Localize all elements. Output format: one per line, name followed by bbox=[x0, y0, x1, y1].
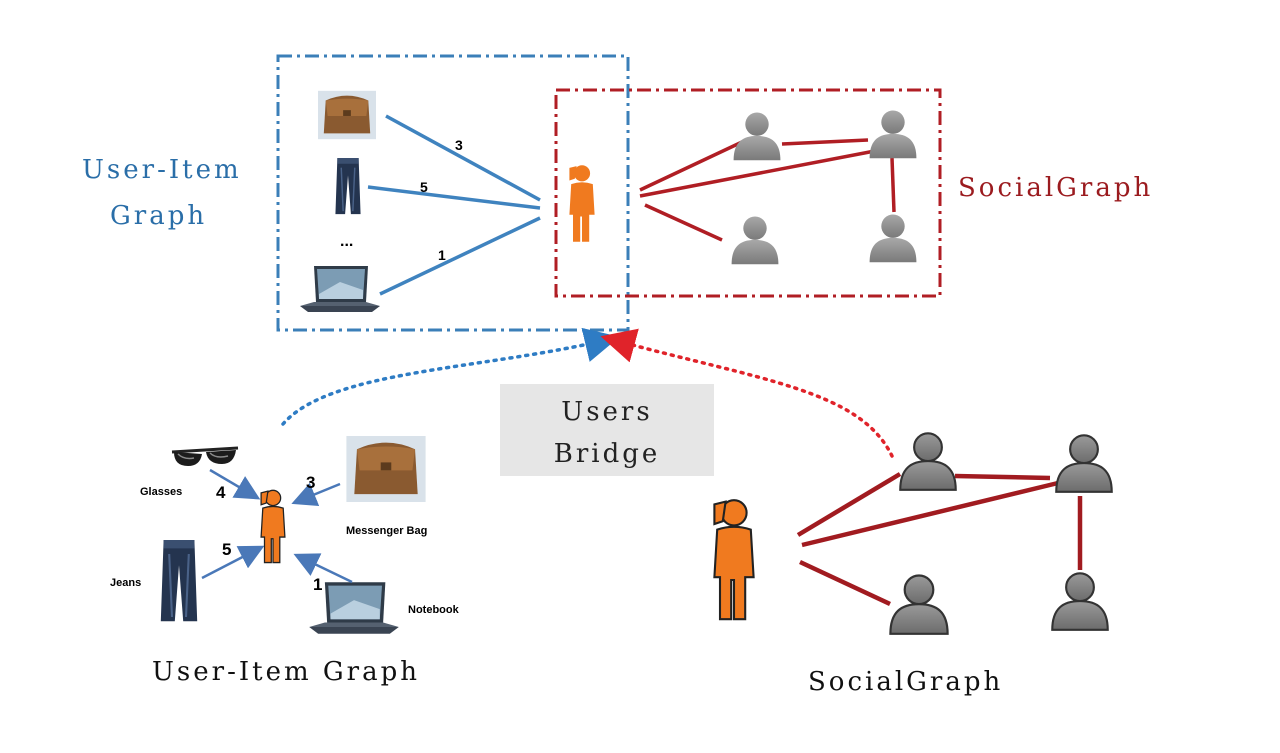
bridge-label-line1: Users bbox=[561, 397, 652, 427]
bottom-user-item-label: User-Item Graph bbox=[152, 657, 420, 687]
laptop-icon bbox=[300, 266, 380, 312]
bottom-friend-icon-1 bbox=[899, 432, 957, 491]
jeans-icon bbox=[334, 158, 362, 215]
top-center-user-icon bbox=[569, 165, 595, 242]
top-social-graph-box bbox=[554, 88, 942, 298]
rating-laptop: 1 bbox=[438, 247, 446, 263]
bag-icon bbox=[318, 90, 376, 140]
top-user-item-label-line2: Graph bbox=[110, 201, 207, 231]
bridge-arrow-red bbox=[600, 328, 894, 458]
arrow-bag-user bbox=[291, 482, 341, 506]
bottom-jeans-icon bbox=[159, 538, 199, 623]
social-edge-2 bbox=[639, 148, 881, 198]
arrow-glasses-user bbox=[209, 468, 261, 500]
rating-glasses: 4 bbox=[216, 483, 226, 502]
bridge-arrow-blue bbox=[281, 327, 620, 426]
users-bridge-box bbox=[500, 384, 714, 476]
social-edge-1 bbox=[639, 140, 743, 192]
messenger-bag-label: Messenger Bag bbox=[346, 525, 427, 537]
edge-bag-user bbox=[385, 114, 541, 202]
friend-icon-3 bbox=[731, 216, 779, 265]
top-social-graph-label: SocialGraph bbox=[958, 173, 1153, 203]
bottom-right-user-icon bbox=[713, 499, 755, 621]
rating-jeans: 5 bbox=[420, 179, 428, 195]
bottom-social-edge-4 bbox=[954, 473, 1051, 481]
items-ellipsis: ... bbox=[340, 233, 353, 250]
friend-icon-2 bbox=[869, 110, 917, 159]
bottom-left-user-icon bbox=[260, 489, 286, 564]
arrow-jeans-user bbox=[201, 545, 265, 580]
bottom-social-edge-3 bbox=[799, 559, 891, 607]
social-edge-4 bbox=[781, 138, 869, 146]
bottom-social-edge-2 bbox=[801, 480, 1059, 548]
friend-icon-1 bbox=[733, 112, 781, 161]
top-user-item-box bbox=[276, 54, 630, 332]
glasses-label: Glasses bbox=[140, 486, 182, 498]
bottom-friend-icon-3 bbox=[889, 574, 949, 635]
rating-notebook: 1 bbox=[313, 575, 322, 594]
social-edge-5 bbox=[890, 157, 896, 213]
bridge-label-line2: Bridge bbox=[554, 439, 661, 469]
notebook-icon bbox=[309, 582, 399, 634]
glasses-icon bbox=[170, 446, 240, 468]
friend-icon-4 bbox=[869, 214, 917, 263]
edge-laptop-user bbox=[379, 216, 541, 296]
jeans-label: Jeans bbox=[110, 577, 141, 589]
edge-jeans-user bbox=[367, 185, 541, 210]
social-edge-3 bbox=[644, 203, 723, 242]
messenger-bag-icon bbox=[346, 436, 426, 502]
arrow-notebook-user bbox=[293, 553, 353, 584]
bottom-friend-icon-4 bbox=[1051, 572, 1109, 631]
rating-jeans-bottom: 5 bbox=[222, 540, 231, 559]
bottom-friend-icon-2 bbox=[1055, 434, 1113, 493]
rating-bag: 3 bbox=[455, 137, 463, 153]
bottom-social-edge-1 bbox=[796, 472, 902, 537]
top-user-item-label-line1: User-Item bbox=[82, 155, 242, 185]
rating-messenger-bag: 3 bbox=[306, 473, 315, 492]
bottom-social-graph-label: SocialGraph bbox=[808, 667, 1003, 697]
notebook-label: Notebook bbox=[408, 604, 460, 616]
